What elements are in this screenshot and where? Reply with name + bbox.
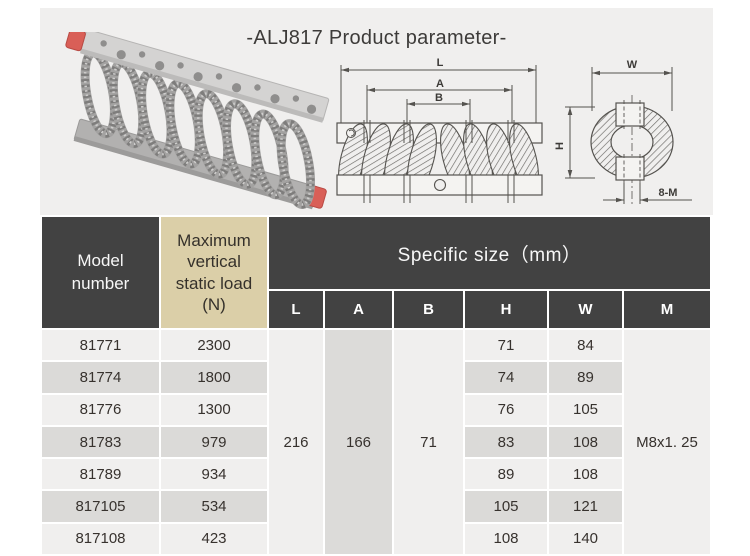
cell-model: 81771 — [40, 327, 161, 363]
table-row: 81783 979 83 108 — [40, 424, 711, 460]
cell-model: 817108 — [40, 521, 161, 556]
isolator-top-bar-edge — [80, 48, 324, 123]
bolt-holes — [100, 40, 317, 114]
col-header-model: Model number — [40, 215, 161, 330]
dim-label-A: A — [436, 78, 444, 90]
table-row: 817105 534 105 121 — [40, 489, 711, 524]
col-header-load-line4: (N) — [202, 294, 226, 314]
thread-callout-arrowheads — [616, 197, 648, 203]
cell-H: 71 — [463, 327, 549, 363]
col-header-B: B — [392, 289, 465, 330]
cell-load: 534 — [159, 489, 269, 524]
thread-label-8M: 8-M — [659, 187, 678, 199]
clamp-block-bottom — [615, 156, 645, 181]
cell-model: 81774 — [40, 360, 161, 395]
cell-M-merged: M8x1. 25 — [621, 327, 713, 556]
isolator-bottom-bar-edge — [73, 136, 314, 210]
col-header-M: M — [621, 289, 713, 330]
surface-finish-symbol — [346, 128, 356, 138]
product-showcase-panel: -ALJ817 Product parameter- — [40, 8, 713, 215]
cell-W: 84 — [547, 327, 624, 363]
cell-W: 89 — [547, 360, 624, 395]
bolt-dashed-lines — [623, 100, 641, 183]
cell-model: 81789 — [40, 457, 161, 492]
table-row: 81774 1800 74 89 — [40, 360, 711, 395]
dimension-arrowheads — [341, 67, 536, 107]
cell-load: 423 — [159, 521, 269, 556]
cell-H: 74 — [463, 360, 549, 395]
cell-W: 108 — [547, 457, 624, 492]
cell-W: 108 — [547, 424, 624, 460]
cell-load: 1300 — [159, 392, 269, 427]
dim-label-W: W — [627, 59, 638, 71]
cell-model: 81783 — [40, 424, 161, 460]
clamp-block-top — [615, 102, 645, 127]
cell-H: 108 — [463, 521, 549, 556]
col-header-model-line2: number — [71, 273, 130, 293]
cell-W: 105 — [547, 392, 624, 427]
col-header-load-line2: vertical — [187, 252, 241, 272]
col-header-A: A — [323, 289, 394, 330]
col-header-H: H — [463, 289, 549, 330]
table-header-row-1: Model number Maximum vertical static loa… — [40, 215, 713, 330]
table-row: 81771 2300 216 166 71 71 84 M8x1. 25 — [40, 327, 713, 556]
dim-label-H: H — [555, 142, 566, 150]
table-header-row-2: L A B H W M — [41, 289, 713, 330]
cell-H: 76 — [463, 392, 549, 427]
col-header-load-line3: static load — [175, 273, 253, 293]
cell-H: 89 — [463, 457, 549, 492]
table-row: 817108 423 108 140 — [40, 521, 711, 556]
cell-model: 817105 — [40, 489, 161, 524]
col-header-W: W — [547, 289, 624, 330]
cell-L-merged: 216 — [267, 327, 325, 556]
red-end-cap-left — [65, 32, 86, 52]
thread-callout-lines — [603, 183, 692, 204]
cell-load: 1800 — [159, 360, 269, 395]
table-row: 81789 934 89 108 — [40, 457, 711, 492]
product-photo — [65, 32, 330, 210]
col-header-L: L — [267, 289, 325, 330]
cell-model: 81776 — [40, 392, 161, 427]
spec-table: Model number Maximum vertical static loa… — [40, 215, 713, 556]
cell-load: 934 — [159, 457, 269, 492]
dim-label-B: B — [435, 92, 443, 104]
cell-B-merged: 71 — [392, 327, 465, 556]
col-header-size-group: Specific size（mm） — [266, 215, 713, 291]
col-header-model-line1: Model — [77, 251, 124, 271]
cell-load: 2300 — [159, 327, 269, 363]
table-row: 81776 1300 76 105 — [40, 392, 711, 427]
cell-H: 105 — [463, 489, 549, 524]
side-view-drawing: W H 8-M — [555, 59, 692, 205]
col-header-load-line1: Maximum — [177, 231, 251, 250]
drawing-center-hole — [433, 178, 447, 192]
cell-H: 83 — [463, 424, 549, 460]
col-header-load: Maximum vertical static load (N) — [159, 215, 269, 330]
dimension-arrowheads — [567, 70, 672, 178]
cell-A-merged: 166 — [323, 327, 394, 556]
page-title: -ALJ817 Product parameter- — [246, 27, 507, 49]
cell-W: 121 — [547, 489, 624, 524]
stud-lines — [363, 120, 515, 203]
dim-label-L: L — [437, 57, 444, 69]
cell-load: 979 — [159, 424, 269, 460]
front-view-drawing: L A B — [336, 57, 543, 203]
cell-W: 140 — [547, 521, 624, 556]
